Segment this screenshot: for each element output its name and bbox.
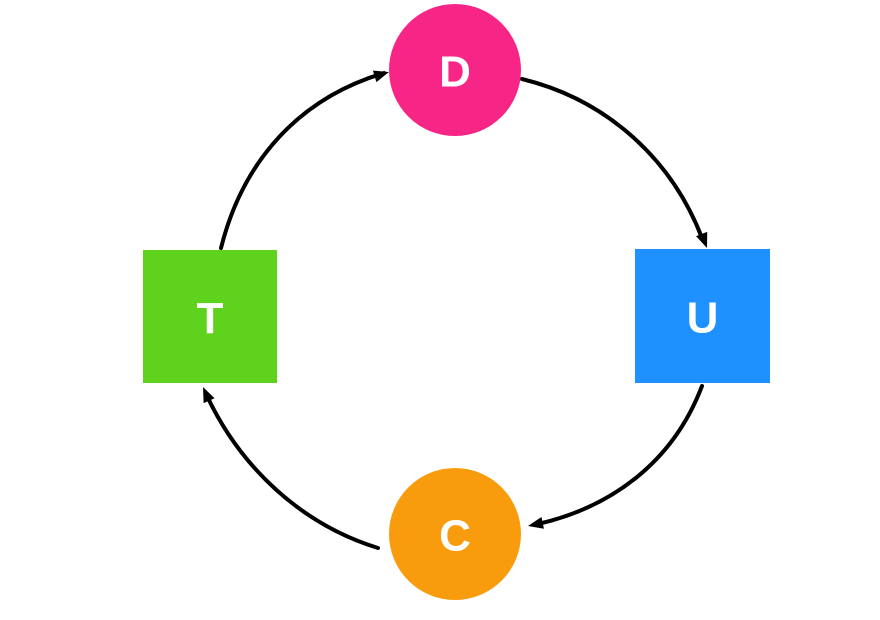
edge-u-to-c-arrowhead	[528, 517, 544, 529]
node-c-circle[interactable]	[389, 468, 521, 600]
node-u-label: U	[687, 294, 719, 343]
edge-u-to-c-path	[536, 384, 704, 526]
node-t-label: T	[197, 294, 224, 343]
node-u-square[interactable]	[635, 249, 770, 383]
edge-u-to-c	[528, 384, 704, 529]
node-d-label: D	[439, 48, 471, 97]
edge-t-to-d	[219, 70, 389, 250]
edge-d-to-u	[520, 77, 708, 248]
node-t[interactable]: T	[143, 250, 277, 383]
node-t-square[interactable]	[143, 250, 277, 383]
edge-t-to-d-path	[219, 71, 386, 250]
node-u[interactable]: U	[635, 249, 770, 383]
edge-d-to-u-arrowhead	[696, 231, 708, 248]
edges-layer	[203, 70, 708, 550]
node-d-circle[interactable]	[389, 4, 521, 136]
edge-d-to-u-path	[520, 77, 704, 240]
edge-c-to-t-arrowhead	[203, 387, 215, 404]
edge-t-to-d-arrowhead	[372, 70, 389, 83]
node-c[interactable]: C	[389, 468, 521, 600]
edge-c-to-t	[203, 387, 380, 550]
node-c-label: C	[439, 512, 471, 561]
nodes-layer: D U C T	[143, 4, 770, 600]
node-d[interactable]: D	[389, 4, 521, 136]
edge-c-to-t-path	[205, 394, 380, 550]
